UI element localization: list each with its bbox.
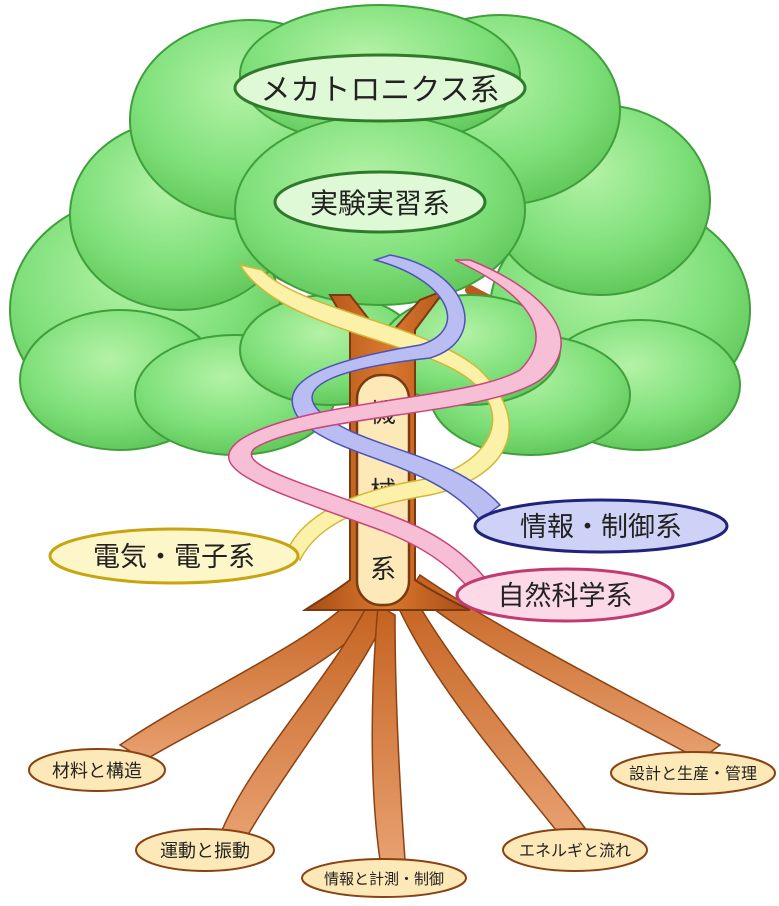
yellow-label-text: 電気・電子系 — [93, 542, 255, 573]
measurement-label-text: 情報と計測・制御 — [324, 870, 444, 888]
root-label-energy: エネルギと流れ — [503, 829, 647, 871]
root-measurement — [372, 605, 405, 860]
canopy-label-top: メカトロニクス系 — [235, 55, 525, 121]
blue-label-text: 情報・制御系 — [520, 512, 682, 543]
pink-label-text: 自然科学系 — [498, 581, 633, 612]
motion-label-text: 運動と振動 — [160, 841, 250, 862]
ribbon-label-pink: 自然科学系 — [457, 569, 673, 621]
root-label-motion: 運動と振動 — [136, 829, 274, 871]
root-label-design: 設計と生産・管理 — [611, 752, 775, 794]
ribbon-label-yellow: 電気・電子系 — [50, 529, 298, 583]
roots — [120, 575, 720, 860]
ribbon-label-blue: 情報・制御系 — [475, 500, 727, 552]
trunk-char-3: 系 — [370, 555, 396, 585]
canopy-top-text: メカトロニクス系 — [260, 73, 499, 108]
design-label-text: 設計と生産・管理 — [629, 764, 757, 783]
energy-label-text: エネルギと流れ — [519, 841, 631, 860]
materials-label-text: 材料と構造 — [52, 761, 142, 782]
root-label-measurement: 情報と計測・制御 — [302, 859, 466, 897]
root-motion — [220, 600, 385, 840]
root-label-materials: 材料と構造 — [29, 749, 165, 791]
canopy-second-text: 実験実習系 — [310, 187, 450, 220]
canopy-label-second: 実験実習系 — [275, 172, 485, 232]
